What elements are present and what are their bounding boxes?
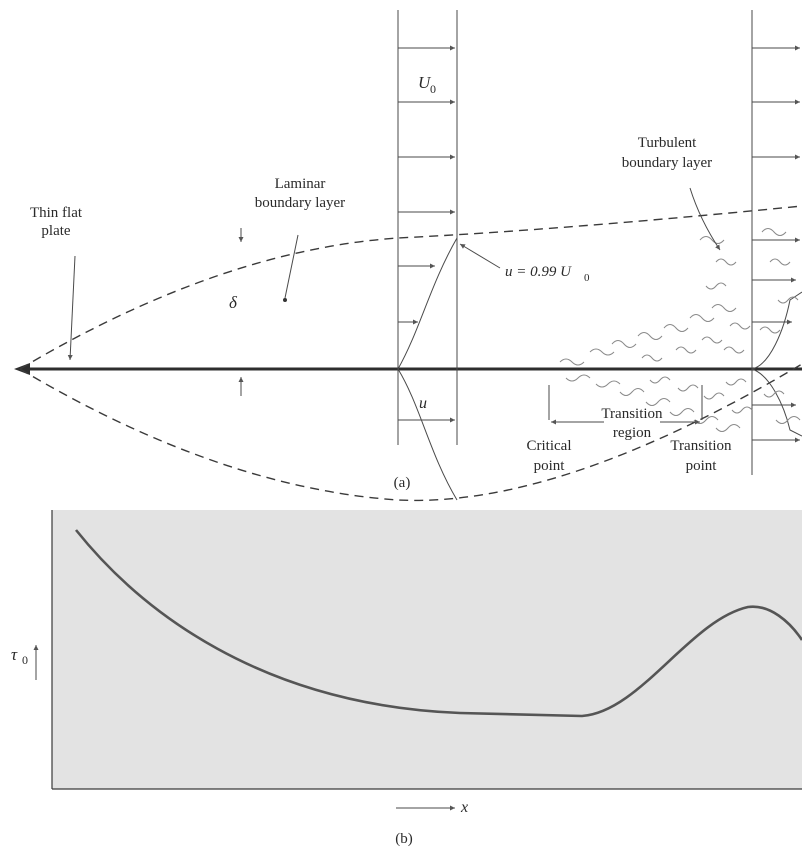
x-axis-label: x bbox=[460, 799, 468, 816]
station2-velocity-arrows bbox=[752, 45, 800, 443]
part-a: Thin flat plate Laminar boundary layer δ… bbox=[14, 10, 802, 502]
edge-velocity-label: u = 0.99 U 0 bbox=[505, 264, 590, 284]
laminar-leader-dot bbox=[283, 298, 287, 302]
turbulent-label-line2: boundary layer bbox=[622, 155, 712, 171]
transition-point-label-line1: Transition bbox=[670, 438, 732, 454]
station1-upper-velocity-arrows bbox=[398, 45, 455, 325]
delta-symbol: δ bbox=[229, 293, 238, 312]
laminar-label-line2: boundary layer bbox=[255, 195, 345, 211]
boundary-layer-edge-upper bbox=[19, 205, 802, 370]
free-stream-symbol: U bbox=[418, 73, 432, 92]
local-velocity-label: u bbox=[419, 395, 427, 412]
critical-point-label-line2: point bbox=[534, 458, 566, 474]
tau-axis-label: τ 0 bbox=[11, 645, 28, 667]
wall-shear-stress-curve bbox=[74, 529, 802, 718]
caption-b: (b) bbox=[395, 831, 413, 847]
laminar-label-line1: Laminar bbox=[275, 176, 326, 192]
transition-region-label-line2: region bbox=[613, 425, 652, 441]
shear-stress-plot-area bbox=[52, 510, 802, 789]
free-stream-velocity-label: U 0 bbox=[418, 73, 436, 96]
turbulent-label-line1: Turbulent bbox=[638, 135, 697, 151]
edge-velocity-text: u = 0.99 U bbox=[505, 264, 572, 280]
turbulent-eddies bbox=[559, 228, 801, 432]
turbulent-label-leader bbox=[689, 187, 721, 251]
laminar-velocity-profile-upper bbox=[397, 237, 458, 370]
free-stream-subscript: 0 bbox=[430, 82, 436, 96]
turbulent-velocity-profile bbox=[751, 291, 802, 437]
laminar-velocity-profile-lower bbox=[397, 368, 458, 501]
caption-a: (a) bbox=[394, 475, 411, 491]
transition-region-label-line1: Transition bbox=[601, 406, 663, 422]
critical-point-label-line1: Critical bbox=[527, 438, 572, 454]
edge-velocity-subscript: 0 bbox=[584, 272, 590, 284]
plate-label-line2: plate bbox=[41, 223, 70, 239]
laminar-label-leader bbox=[284, 234, 299, 299]
plate-label-leader bbox=[67, 255, 76, 361]
part-b: τ 0 x (b) bbox=[11, 510, 802, 847]
transition-point-label-line2: point bbox=[686, 458, 718, 474]
boundary-layer-edge-lower bbox=[19, 363, 802, 502]
tau-symbol: τ bbox=[11, 645, 18, 664]
edge-label-leader bbox=[459, 243, 501, 269]
plate-label-line1: Thin flat bbox=[30, 205, 83, 221]
tau-subscript: 0 bbox=[22, 653, 28, 667]
